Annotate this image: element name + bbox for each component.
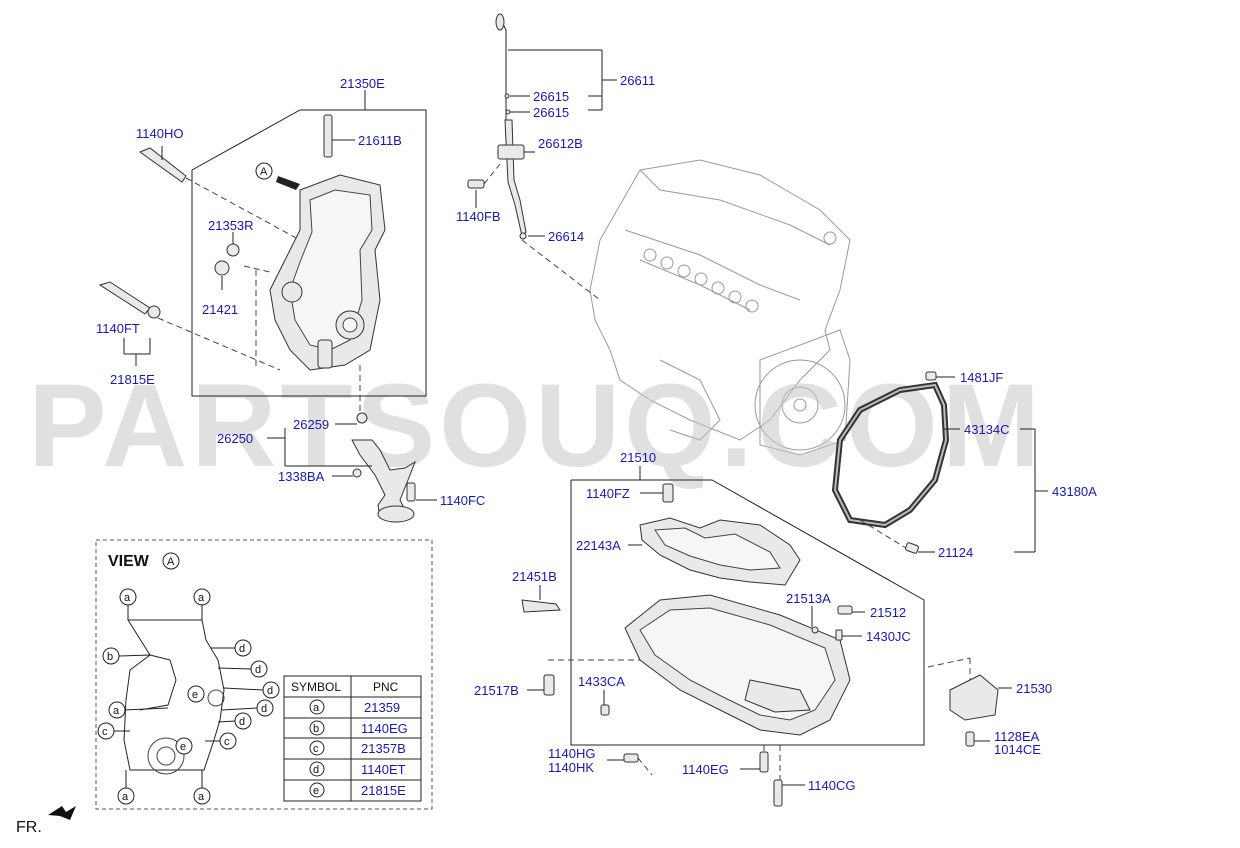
callout-21512[interactable]: 21512 xyxy=(870,605,906,620)
front-indicator: FR. xyxy=(16,806,76,836)
view-title-marker: A xyxy=(167,556,175,568)
callout-26614[interactable]: 26614 xyxy=(548,229,584,244)
callout-43134C[interactable]: 43134C xyxy=(964,422,1010,437)
svg-text:a: a xyxy=(124,592,131,604)
table-pnc[interactable]: 21815E xyxy=(361,783,406,798)
table-pnc[interactable]: 21357B xyxy=(361,741,406,756)
svg-text:c: c xyxy=(224,736,230,748)
table-symbol: c xyxy=(313,743,319,755)
callout-1140FC[interactable]: 1140FC xyxy=(440,493,485,508)
callout-26250[interactable]: 26250 xyxy=(217,431,253,446)
oil-pan-group xyxy=(521,466,925,807)
callout-1140FB[interactable]: 1140FB xyxy=(456,209,501,224)
callout-1014CE[interactable]: 1014CE xyxy=(994,742,1041,757)
symbol-table: SYMBOL PNC a 21359 b 1140EG c 21357B d 1… xyxy=(283,675,422,802)
callout-26611[interactable]: 26611 xyxy=(620,73,655,88)
callout-21421[interactable]: 21421 xyxy=(202,302,238,317)
callout-43180A[interactable]: 43180A xyxy=(1052,484,1097,499)
view-a-inset: VIEW A a a b d d d e a d d c e c a a xyxy=(95,539,433,810)
callout-21517B[interactable]: 21517B xyxy=(474,683,519,698)
svg-text:e: e xyxy=(180,741,186,753)
watermark: PARTSOUQ.COM xyxy=(28,360,1044,492)
svg-text:d: d xyxy=(261,703,267,715)
callout-21530[interactable]: 21530 xyxy=(1016,681,1052,696)
table-symbol: e xyxy=(313,785,319,797)
svg-text:c: c xyxy=(102,726,108,738)
table-pnc[interactable]: 21359 xyxy=(364,700,400,715)
callout-21353R[interactable]: 21353R xyxy=(208,218,254,233)
callout-21815E[interactable]: 21815E xyxy=(110,372,155,387)
callout-26615-lower[interactable]: 26615 xyxy=(533,105,569,120)
callout-21510[interactable]: 21510 xyxy=(620,450,656,465)
view-a-marker: A xyxy=(260,166,268,178)
callout-26615-upper[interactable]: 26615 xyxy=(533,89,569,104)
table-pnc[interactable]: 1140EG xyxy=(361,721,408,736)
view-title: VIEW xyxy=(108,553,150,570)
callout-26259[interactable]: 26259 xyxy=(293,417,329,432)
svg-text:a: a xyxy=(113,705,120,717)
callout-1140HK[interactable]: 1140HK xyxy=(548,760,594,775)
table-symbol: d xyxy=(313,764,319,776)
callout-21513A[interactable]: 21513A xyxy=(786,591,831,606)
callout-1140CG[interactable]: 1140CG xyxy=(808,778,855,793)
front-arrow-icon xyxy=(48,806,76,820)
rear-plate-illustration xyxy=(831,371,950,554)
svg-text:a: a xyxy=(198,791,205,803)
table-pnc[interactable]: 1140ET xyxy=(361,762,406,777)
callouts: 21350E 1140HO 21611B 21353R 21421 1140FT… xyxy=(96,73,1097,793)
callout-1430JC[interactable]: 1430JC xyxy=(866,629,911,644)
svg-text:d: d xyxy=(239,643,245,655)
svg-text:d: d xyxy=(267,685,273,697)
svg-text:d: d xyxy=(255,664,261,676)
callout-1140EG[interactable]: 1140EG xyxy=(682,762,729,777)
callout-21611B[interactable]: 21611B xyxy=(358,133,402,148)
svg-text:e: e xyxy=(192,689,198,701)
svg-text:a: a xyxy=(198,592,205,604)
view-markers: a a b d d d e a d d c e c a a xyxy=(97,588,280,805)
oil-strainer-illustration xyxy=(351,412,416,523)
svg-text:b: b xyxy=(107,651,113,663)
callout-1128EA[interactable]: 1128EA xyxy=(994,729,1040,744)
callout-1140HG[interactable]: 1140HG xyxy=(548,746,595,761)
callout-1338BA[interactable]: 1338BA xyxy=(278,469,325,484)
dipstick-illustration xyxy=(467,13,601,301)
svg-text:a: a xyxy=(122,791,129,803)
svg-text:d: d xyxy=(239,716,245,728)
table-symbol: b xyxy=(313,723,319,735)
callout-26612B[interactable]: 26612B xyxy=(538,136,583,151)
callout-22143A[interactable]: 22143A xyxy=(576,538,621,553)
table-header-symbol: SYMBOL xyxy=(291,680,341,694)
table-header-pnc: PNC xyxy=(373,680,399,694)
callout-21451B[interactable]: 21451B xyxy=(512,569,557,584)
heat-shield-illustration xyxy=(927,657,999,747)
timing-cover-group: A xyxy=(98,90,427,415)
callout-1140HO[interactable]: 1140HO xyxy=(136,126,183,141)
callout-21350E[interactable]: 21350E xyxy=(340,76,385,91)
table-symbol: a xyxy=(313,702,320,714)
callout-21124[interactable]: 21124 xyxy=(938,545,973,560)
callout-1481JF[interactable]: 1481JF xyxy=(960,370,1003,385)
callout-1140FZ[interactable]: 1140FZ xyxy=(586,486,630,501)
front-label: FR. xyxy=(16,819,42,836)
engine-block-illustration xyxy=(589,159,851,456)
callout-1140FT[interactable]: 1140FT xyxy=(96,321,140,336)
leader-lines xyxy=(123,49,1048,786)
callout-1433CA[interactable]: 1433CA xyxy=(578,674,625,689)
